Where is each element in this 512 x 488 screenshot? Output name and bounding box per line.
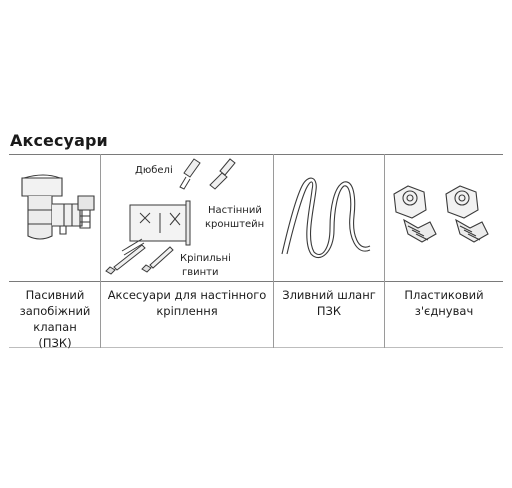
- caption-plastic-connector: Пластиковий з'єднувач: [385, 287, 503, 319]
- caption-safety-valve: Пасивний запобіжний клапан (ПЗК): [9, 287, 101, 351]
- caption-line: Пасивний: [25, 288, 85, 302]
- bracket-label-line-2: кронштейн: [205, 219, 265, 230]
- caption-line: Аксесуари для настінного: [107, 288, 267, 302]
- accessories-table: [9, 154, 503, 348]
- table-top-border: [9, 154, 503, 155]
- plastic-connectors-image: [393, 185, 489, 243]
- caption-mounting-accessories: Аксесуари для настінного кріплення: [101, 287, 273, 319]
- caption-line: Зливний шланг: [282, 288, 376, 302]
- column-divider-2: [273, 154, 274, 348]
- caption-line: кріплення: [156, 304, 218, 318]
- drain-hose-image: [281, 177, 371, 259]
- column-divider-1: [100, 154, 101, 348]
- screws-label-line-2: гвинти: [182, 267, 219, 278]
- caption-line: запобіжний: [19, 304, 91, 318]
- caption-line: Пластиковий: [404, 288, 484, 302]
- caption-line: клапан: [33, 320, 77, 334]
- caption-line: з'єднувач: [414, 304, 474, 318]
- screws-label-line-1: Кріпильні: [180, 253, 231, 264]
- bracket-label-line-1: Настінний: [208, 205, 262, 216]
- dowels-label: Дюбелі: [135, 165, 173, 176]
- column-divider-3: [384, 154, 385, 348]
- table-row-divider: [9, 281, 503, 282]
- table-bottom-border: [9, 347, 503, 348]
- safety-valve-image: [21, 174, 95, 240]
- caption-line: ПЗК: [316, 304, 342, 318]
- caption-drain-hose: Зливний шланг ПЗК: [274, 287, 384, 319]
- caption-line: (ПЗК): [38, 336, 72, 350]
- section-heading: Аксесуари: [10, 131, 108, 150]
- mounting-accessories-image: [105, 158, 236, 275]
